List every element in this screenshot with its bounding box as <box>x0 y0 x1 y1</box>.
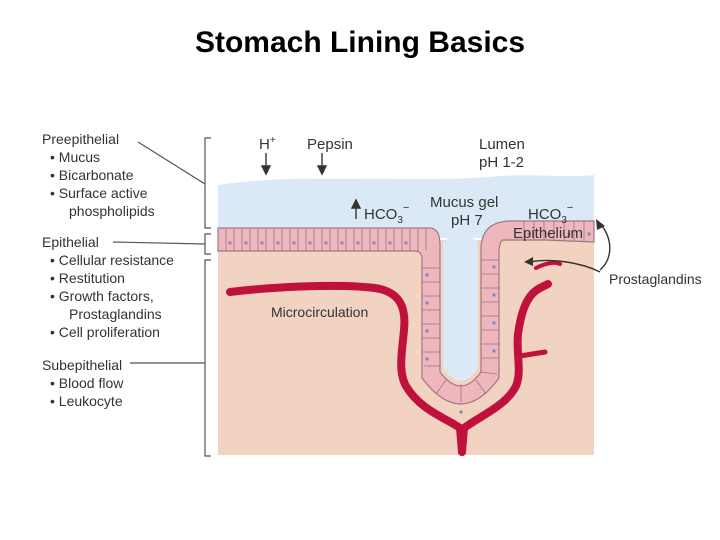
page-title: Stomach Lining Basics <box>194 26 526 59</box>
prostaglandin-arrowhead-upper <box>596 219 605 230</box>
bicarbonate-arrow <box>350 198 362 219</box>
preepithelial-item-surface: • Surface active <box>50 185 148 201</box>
preepithelial-heading: Preepithelial <box>42 131 119 147</box>
epithelial-item-growth: • Growth factors, <box>50 288 154 304</box>
preepithelial-item-mucus: • Mucus <box>50 149 100 165</box>
epithelial-heading: Epithelial <box>42 234 99 250</box>
epithelial-item-resistance: • Cellular resistance <box>50 252 174 268</box>
lumen-label: Lumen <box>479 136 525 153</box>
h-plus-label: H+ <box>259 135 276 153</box>
epithelium-label: Epithelium <box>513 225 583 242</box>
epithelium-layer <box>217 220 595 405</box>
preepithelial-item-phospholipids: phospholipids <box>69 203 155 219</box>
preepithelial-item-bicarbonate: • Bicarbonate <box>50 167 134 183</box>
mucus-gel-label: Mucus gel <box>430 194 498 211</box>
leader-lines <box>112 141 206 364</box>
subepithelial-item-bloodflow: • Blood flow <box>50 375 124 391</box>
subepithelial-item-leukocyte: • Leukocyte <box>50 393 123 409</box>
acid-pepsin-arrows <box>260 153 328 176</box>
epithelial-item-prostaglandins: Prostaglandins <box>69 306 162 322</box>
blood-vessels <box>226 260 562 456</box>
prostaglandin-arrowhead-lower <box>524 257 533 266</box>
microcirculation-label: Microcirculation <box>271 304 368 320</box>
cell-nuclei <box>228 232 591 414</box>
mucus-ph-label: pH 7 <box>451 212 483 229</box>
epithelial-item-restitution: • Restitution <box>50 270 125 286</box>
epithelial-item-proliferation: • Cell proliferation <box>50 324 160 340</box>
prostaglandins-label: Prostaglandins <box>609 271 702 287</box>
prostaglandin-arrows <box>529 223 611 273</box>
hco3-right-label: HCO3− <box>528 202 573 226</box>
layer-brackets <box>204 137 211 457</box>
lumen-ph-label: pH 1-2 <box>479 154 524 171</box>
pit-lumen <box>443 236 478 381</box>
hco3-left-label: HCO3− <box>364 202 409 226</box>
subepithelial-heading: Subepithelial <box>42 357 122 373</box>
epithelial-cells <box>225 221 585 402</box>
pepsin-label: Pepsin <box>307 136 353 153</box>
